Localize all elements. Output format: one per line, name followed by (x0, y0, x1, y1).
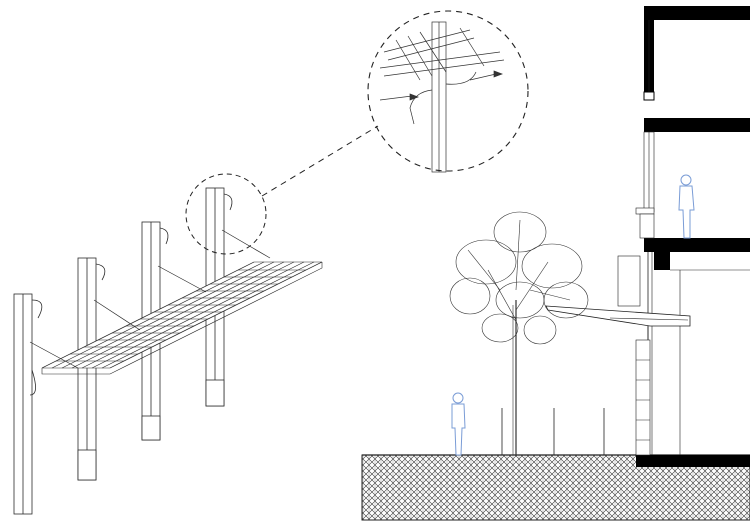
pergola-column-2 (77, 257, 106, 481)
pergola-axonometric (13, 187, 323, 515)
pergola-column-1 (13, 293, 43, 515)
pergola-roof (41, 261, 323, 375)
dashed-circle-icon (185, 173, 267, 255)
building-section (545, 6, 750, 467)
enlarged-joint-detail (379, 21, 505, 173)
detail-enlargement-circle (367, 10, 529, 172)
pergola-tie-rods (29, 229, 271, 369)
person-upper-floor-icon (678, 174, 695, 239)
person-icon (451, 392, 466, 456)
tree-icon (449, 211, 589, 455)
detail-callout (185, 10, 529, 255)
bollards (501, 408, 605, 455)
